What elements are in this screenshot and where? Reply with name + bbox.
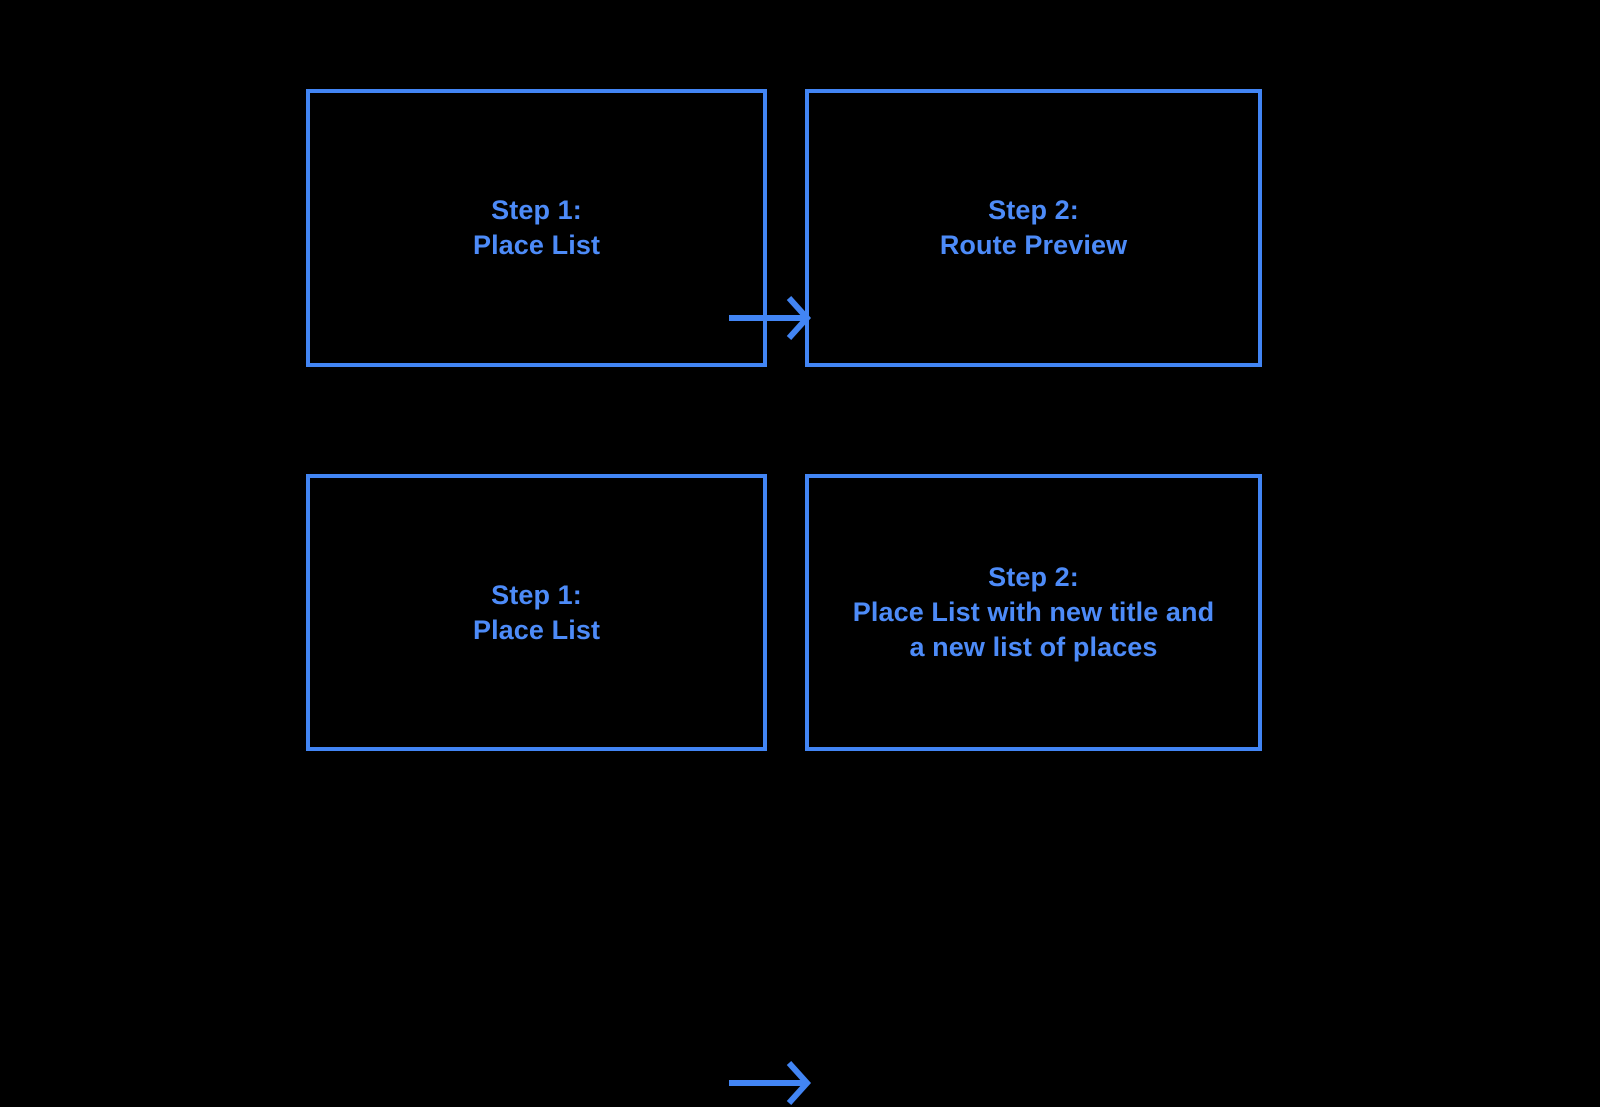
flow-node-label: Step 2: Place List with new title and a …	[852, 562, 1215, 662]
flow-node-label: Step 1: Place List	[472, 579, 601, 645]
flow-node-label: Step 1: Place List	[472, 195, 601, 260]
flow-node-step-1-place-list[interactable]: Step 1: Place List	[306, 89, 767, 367]
flow-node-step-2-route-preview[interactable]: Step 2: Route Preview	[805, 89, 1262, 367]
flow-node-step-2-edited-place-list[interactable]: Step 2: Place List with new title and a …	[805, 474, 1262, 751]
flow-arrow-step1-to-step2-2	[729, 1059, 815, 1107]
arrow-right-icon	[729, 1060, 812, 1106]
flow-row-route-preview: Step 1: Place List Step 2: Route Preview	[0, 89, 1600, 367]
flow-row-edited-place-list: Step 1: Place List Step 2: Place List wi…	[0, 474, 1600, 1106]
diagram-canvas: Step 1: Place List Step 2: Route Preview…	[0, 89, 1600, 1106]
flow-node-label: Step 2: Route Preview	[939, 195, 1128, 260]
flow-node-step-1-place-list-2[interactable]: Step 1: Place List	[306, 474, 767, 751]
